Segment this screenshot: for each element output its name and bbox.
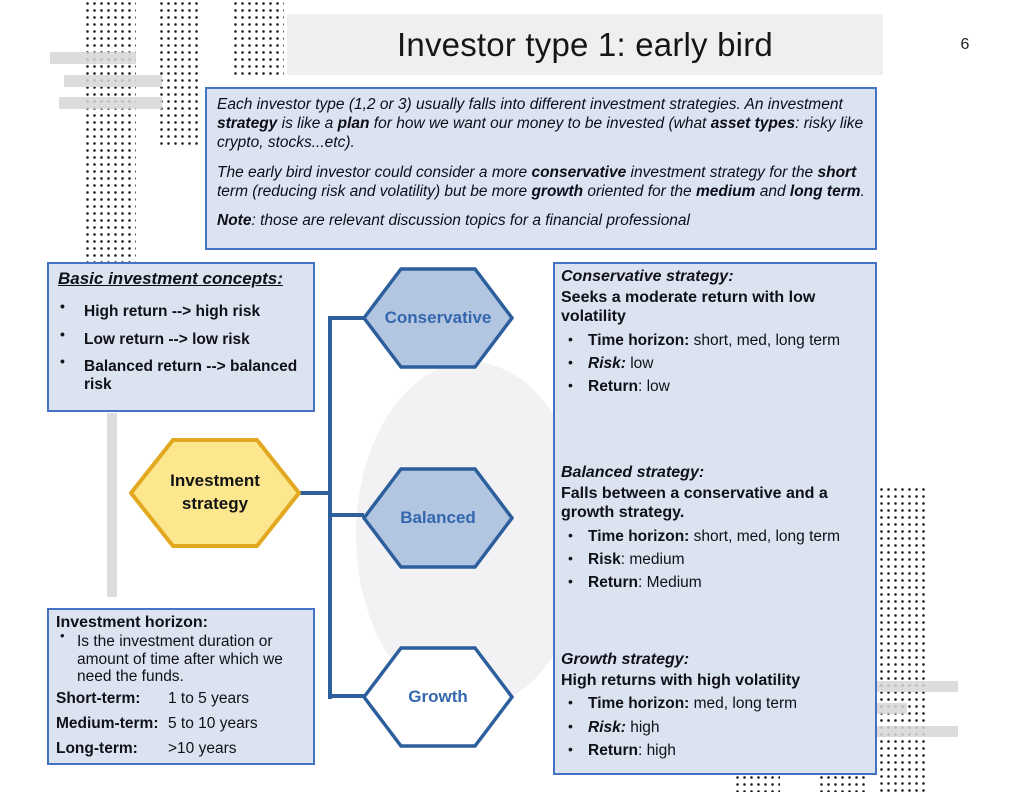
hexagon-shape-icon — [362, 267, 514, 369]
list-item: Time horizon: med, long term — [561, 692, 871, 715]
connector-trunk — [328, 316, 332, 699]
horizon-row: Short-term: 1 to 5 years — [56, 686, 306, 711]
connector-balanced — [330, 513, 364, 517]
list-item: Return: high — [561, 739, 871, 762]
horizon-description: Is the investment duration or amount of … — [56, 629, 306, 686]
hexagon-shape-icon — [129, 438, 301, 548]
hexagon-balanced: Balanced — [362, 467, 514, 569]
concepts-box: Basic investment concepts: High return -… — [47, 262, 315, 412]
hexagon-conservative: Conservative — [362, 267, 514, 369]
dot-pattern — [818, 774, 868, 792]
hexagon-investment-strategy: Investment strategy — [129, 437, 301, 549]
section-title: Growth strategy: — [561, 651, 690, 668]
horizon-term-value: 1 to 5 years — [168, 689, 249, 707]
growth-strategy-section: Growth strategy: High returns with high … — [561, 649, 871, 762]
connector-root — [299, 491, 330, 495]
list-item: Low return --> low risk — [58, 327, 304, 349]
decor-bar — [876, 703, 907, 714]
list-item: High return --> high risk — [58, 299, 304, 321]
list-item: Time horizon: short, med, long term — [561, 525, 871, 548]
dot-pattern — [158, 0, 202, 146]
dot-pattern — [878, 486, 926, 792]
horizon-term-value: >10 years — [168, 739, 237, 757]
intro-paragraph-1: Each investor type (1,2 or 3) usually fa… — [217, 96, 864, 152]
section-summary: Falls between a conservative and a growt… — [561, 484, 828, 522]
dot-pattern — [734, 774, 780, 792]
horizon-row: Long-term: >10 years — [56, 736, 306, 761]
conservative-strategy-section: Conservative strategy: Seeks a moderate … — [561, 266, 871, 399]
horizon-term-label: Medium-term: — [56, 714, 159, 732]
hexagon-growth: Growth — [362, 646, 514, 748]
hexagon-label: Investment strategy — [170, 471, 260, 513]
hexagon-label: Conservative — [384, 308, 492, 327]
section-title: Conservative strategy: — [561, 268, 734, 285]
horizon-term-label: Long-term: — [56, 739, 138, 757]
section-summary: Seeks a moderate return with low volatil… — [561, 288, 816, 326]
horizon-term-value: 5 to 10 years — [168, 714, 258, 732]
concepts-title: Basic investment concepts: — [58, 269, 283, 288]
connector-growth — [330, 694, 364, 698]
decor-bar — [876, 726, 958, 737]
concepts-list: High return --> high risk Low return -->… — [58, 299, 304, 394]
list-item: Balanced return --> balanced risk — [58, 354, 304, 393]
page-number: 6 — [960, 36, 970, 53]
horizon-box: Investment horizon: Is the investment du… — [47, 608, 315, 765]
hexagon-label: Growth — [408, 687, 468, 706]
hexagon-shape-icon — [362, 467, 514, 569]
hexagon-label: Balanced — [400, 508, 476, 527]
decor-bar — [50, 52, 136, 64]
list-item: Return: Medium — [561, 571, 871, 594]
balanced-strategy-section: Balanced strategy: Falls between a conse… — [561, 462, 871, 595]
section-bullets: Time horizon: short, med, long term Risk… — [561, 329, 871, 399]
intro-paragraph-3: Note: those are relevant discussion topi… — [217, 212, 690, 230]
dot-pattern — [232, 0, 284, 79]
hexagon-shape-icon — [362, 646, 514, 748]
decor-bar — [876, 681, 958, 692]
decor-vertical-bar — [107, 413, 117, 597]
list-item: Return: low — [561, 375, 871, 398]
horizon-row: Medium-term: 5 to 10 years — [56, 711, 306, 736]
list-item: Risk: medium — [561, 548, 871, 571]
list-item: Time horizon: short, med, long term — [561, 329, 871, 352]
section-summary: High returns with high volatility — [561, 671, 801, 689]
list-item: Risk: low — [561, 352, 871, 375]
section-title: Balanced strategy: — [561, 464, 705, 481]
section-bullets: Time horizon: med, long term Risk: high … — [561, 692, 871, 762]
decor-bar — [64, 75, 162, 87]
section-bullets: Time horizon: short, med, long term Risk… — [561, 525, 871, 595]
intro-text-box: Each investor type (1,2 or 3) usually fa… — [205, 87, 877, 250]
dot-pattern — [84, 0, 136, 266]
strategies-box: Conservative strategy: Seeks a moderate … — [553, 262, 877, 775]
intro-paragraph-2: The early bird investor could consider a… — [217, 163, 865, 200]
horizon-title: Investment horizon: — [56, 614, 209, 631]
connector-conservative — [330, 316, 364, 320]
list-item: Risk: high — [561, 716, 871, 739]
slide-title: Investor type 1: early bird — [287, 14, 883, 75]
horizon-term-label: Short-term: — [56, 689, 141, 707]
decor-bar — [59, 97, 162, 109]
